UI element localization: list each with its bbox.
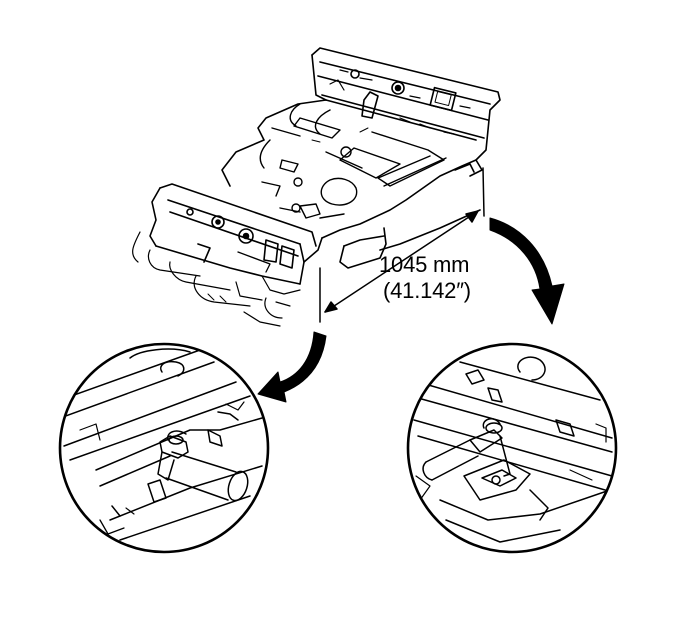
floor-ribs bbox=[259, 103, 455, 219]
curved-arrow-right-icon bbox=[489, 217, 565, 325]
floor-outline bbox=[221, 99, 483, 269]
extension-line-rear bbox=[482, 167, 485, 217]
detail-view-left bbox=[58, 342, 270, 554]
dimension-metric-label: 1045 mm bbox=[379, 252, 470, 277]
rear-panel bbox=[311, 47, 501, 161]
front-bulkhead bbox=[149, 183, 317, 285]
arrowhead-rear-icon bbox=[465, 210, 479, 223]
dimension-line bbox=[319, 167, 485, 323]
curved-arrow-left-icon bbox=[257, 331, 327, 403]
pointer-arrow-right bbox=[489, 217, 565, 325]
arrowhead-front-icon bbox=[324, 301, 338, 313]
front-floor bbox=[132, 231, 301, 327]
dimension-imperial-label: (41.142″) bbox=[383, 278, 471, 303]
pointer-arrow-left bbox=[257, 331, 327, 403]
detail-view-right bbox=[406, 342, 618, 554]
dimension-arrow-line bbox=[324, 210, 479, 313]
floor-pan bbox=[132, 47, 501, 327]
